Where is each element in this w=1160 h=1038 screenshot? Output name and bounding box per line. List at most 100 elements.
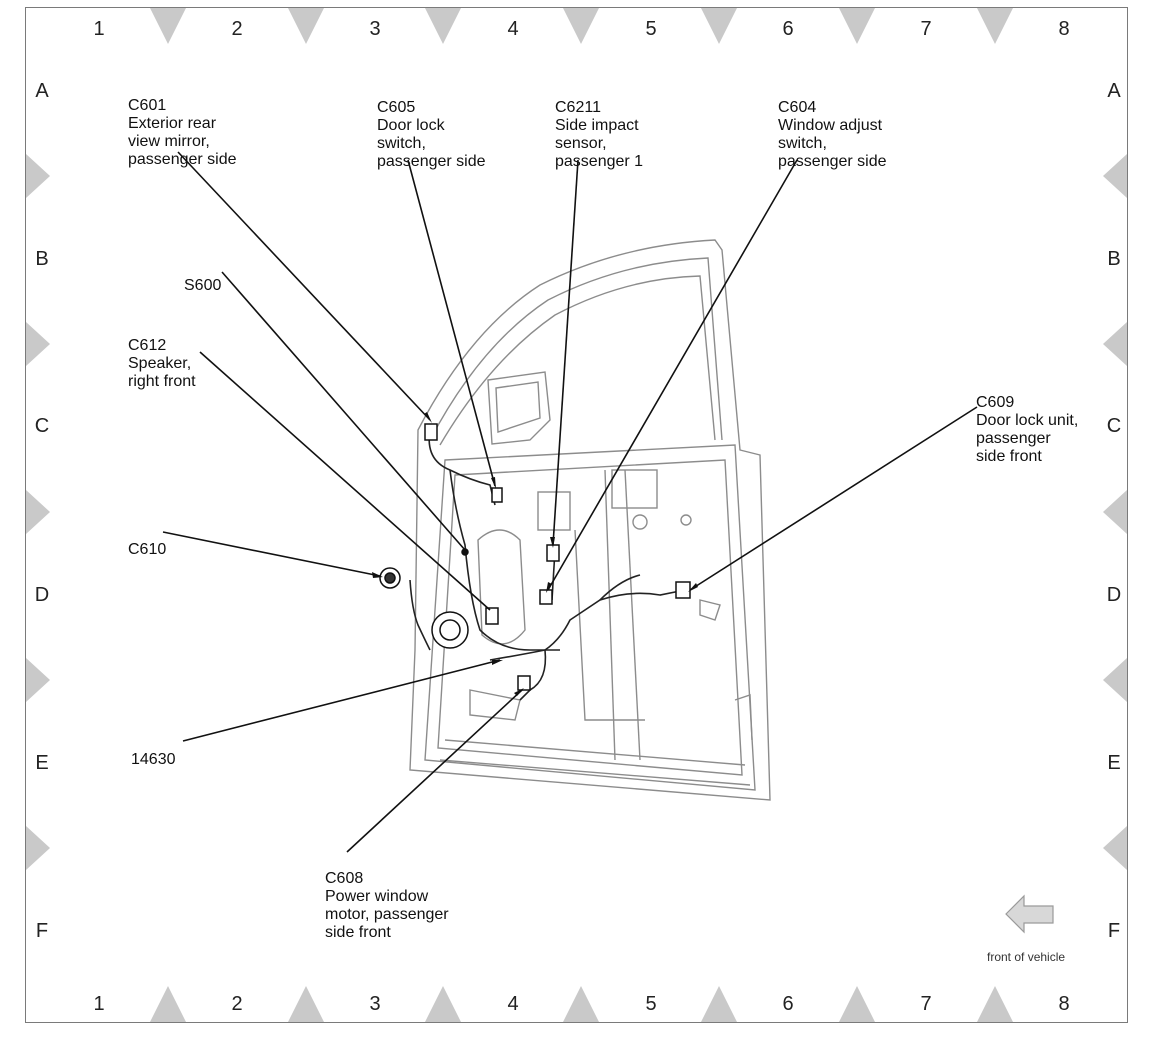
connector-c608	[517, 675, 531, 691]
grid-marker-top	[701, 8, 737, 44]
callout-code: C601	[128, 97, 167, 114]
callout-code: C604	[778, 99, 817, 116]
grid-row-b: B	[1107, 248, 1121, 270]
grid-row-f: F	[35, 920, 49, 942]
grid-marker-top	[839, 8, 875, 44]
callout-description: Window adjust switch, passenger side	[778, 117, 887, 170]
grid-row-c: C	[34, 415, 50, 437]
grid-row-c: C	[1106, 415, 1122, 437]
callout-code: 14630	[131, 751, 176, 768]
leader-arrowheads	[372, 412, 698, 696]
front-of-vehicle-arrow-icon	[1005, 894, 1054, 934]
grid-marker-right	[1103, 322, 1127, 366]
grid-col-6: 6	[782, 993, 794, 1015]
grid-marker-bottom	[150, 986, 186, 1022]
leader-14630	[182, 659, 501, 742]
callout-c610: C610	[128, 523, 166, 577]
grid-col-4: 4	[507, 18, 519, 40]
grid-row-a: A	[35, 80, 49, 102]
grid-col-3: 3	[369, 993, 381, 1015]
leader-c612	[199, 351, 491, 611]
callout-14630: 14630	[131, 733, 176, 787]
grid-marker-bottom	[701, 986, 737, 1022]
callout-code: C605	[377, 99, 416, 116]
grid-marker-bottom	[839, 986, 875, 1022]
callout-code: C610	[128, 541, 167, 558]
grid-row-b: B	[35, 248, 49, 270]
grid-col-2: 2	[231, 993, 243, 1015]
grid-col-7: 7	[920, 18, 932, 40]
grid-marker-left	[26, 490, 50, 534]
callout-description: Power window motor, passenger side front	[325, 888, 449, 941]
grid-marker-top	[288, 8, 324, 44]
grid-marker-top	[977, 8, 1013, 44]
grid-marker-bottom	[563, 986, 599, 1022]
grid-marker-right	[1103, 490, 1127, 534]
callout-description: Door lock unit, passenger side front	[976, 412, 1079, 465]
grid-row-d: D	[1106, 584, 1122, 606]
grid-marker-top	[150, 8, 186, 44]
leader-c610	[162, 531, 381, 577]
grid-row-f: F	[1107, 920, 1121, 942]
grid-marker-bottom	[288, 986, 324, 1022]
grid-col-6: 6	[782, 18, 794, 40]
grid-marker-right	[1103, 154, 1127, 198]
leader-lines	[162, 151, 978, 853]
diagram-frame	[25, 7, 1128, 1023]
grid-col-8: 8	[1058, 993, 1070, 1015]
grid-row-e: E	[35, 752, 49, 774]
grid-col-5: 5	[645, 18, 657, 40]
grid-col-3: 3	[369, 18, 381, 40]
callout-description: Speaker, right front	[128, 355, 196, 390]
connector-c612	[485, 607, 499, 625]
grid-row-d: D	[34, 584, 50, 606]
grid-marker-bottom	[425, 986, 461, 1022]
grid-col-1: 1	[93, 18, 105, 40]
callout-description: Door lock switch, passenger side	[377, 117, 486, 170]
grid-marker-left	[26, 658, 50, 702]
leader-c604	[547, 159, 798, 591]
leader-c609	[689, 406, 978, 591]
grid-marker-left	[26, 154, 50, 198]
connectors	[379, 423, 691, 691]
callout-s600: S600	[184, 259, 221, 313]
grid-marker-top	[563, 8, 599, 44]
callout-code: C608	[325, 870, 364, 887]
grid-marker-left	[26, 826, 50, 870]
grid-col-2: 2	[231, 18, 243, 40]
leader-c601	[177, 151, 431, 421]
connector-c609	[675, 581, 691, 599]
grid-marker-top	[425, 8, 461, 44]
grid-marker-right	[1103, 658, 1127, 702]
leader-c6211	[552, 159, 579, 546]
callout-code: C609	[976, 394, 1015, 411]
callout-description: Exterior rear view mirror, passenger sid…	[128, 115, 237, 168]
connector-c605	[491, 487, 503, 503]
grid-col-5: 5	[645, 993, 657, 1015]
grid-col-7: 7	[920, 993, 932, 1015]
grid-marker-left	[26, 322, 50, 366]
callout-description: Side impact sensor, passenger 1	[555, 117, 644, 170]
grid-marker-bottom	[977, 986, 1013, 1022]
leader-c605	[407, 159, 496, 487]
callout-code: S600	[184, 277, 222, 294]
grid-row-a: A	[1107, 80, 1121, 102]
callout-code: C612	[128, 337, 167, 354]
grid-markers	[26, 8, 1127, 1022]
connector-c601	[424, 423, 438, 441]
leader-s600	[221, 271, 466, 551]
leader-c608	[346, 689, 523, 853]
callout-code: C6211	[555, 99, 601, 116]
grid-col-8: 8	[1058, 18, 1070, 40]
grid-row-e: E	[1107, 752, 1121, 774]
grid-marker-right	[1103, 826, 1127, 870]
door-assembly	[409, 239, 771, 801]
